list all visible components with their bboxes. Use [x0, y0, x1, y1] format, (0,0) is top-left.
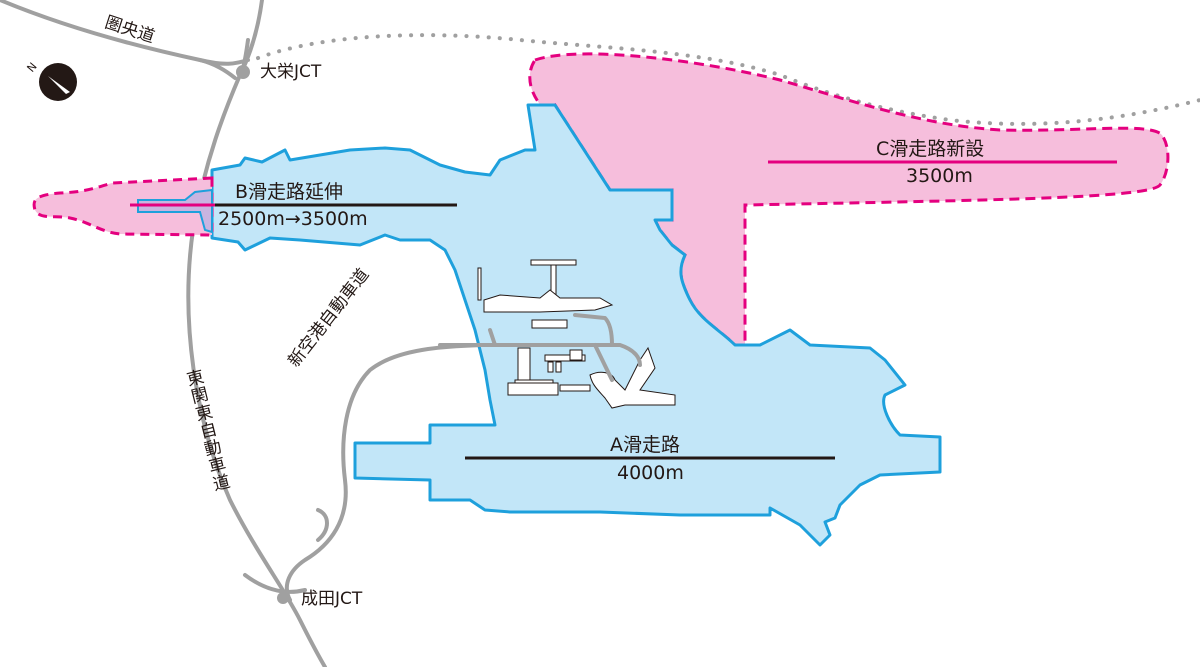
runway-c-length: 3500m	[906, 165, 973, 187]
taiei-jct-label: 大栄JCT	[260, 62, 322, 82]
narita-jct-label: 成田JCT	[301, 589, 363, 609]
kenodo-road	[0, 0, 250, 66]
narita-jct-marker	[277, 592, 289, 604]
b-overlap-area	[137, 188, 213, 234]
north-arrow-icon	[39, 63, 77, 101]
roads	[0, 0, 502, 667]
taiei-ramp	[198, 58, 237, 80]
runway-a-length: 4000m	[617, 462, 684, 484]
runway-c-name: C滑走路新設	[876, 138, 985, 160]
taiei-jct-marker	[236, 65, 250, 79]
airport-roads	[438, 313, 642, 382]
runway-b-name: B滑走路延伸	[235, 181, 344, 203]
shinkuko-road	[284, 343, 502, 602]
b-extension-area	[32, 176, 214, 237]
terminal-buildings	[477, 259, 676, 409]
runway-b-length: 2500m→3500m	[218, 208, 368, 230]
narita-ramp	[243, 573, 307, 594]
runway-a-name: A滑走路	[610, 434, 680, 456]
c-runway-area	[528, 52, 1170, 347]
narita-ramp-2	[316, 508, 329, 542]
airport-area	[210, 103, 942, 547]
dotted-boundary	[256, 33, 1200, 126]
